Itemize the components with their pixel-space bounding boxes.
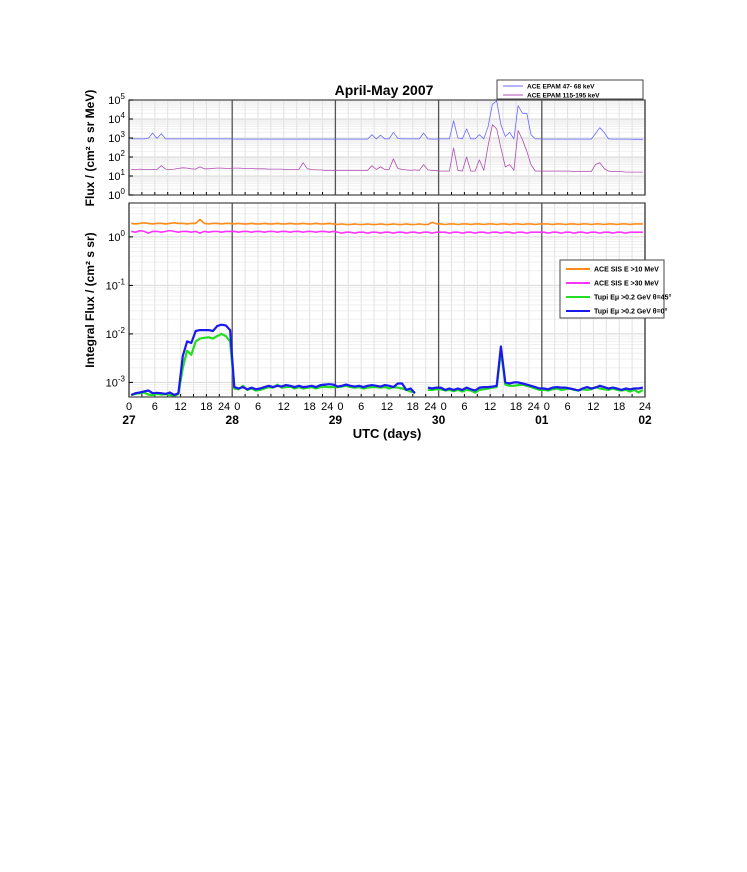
series-line-top-0 (131, 100, 643, 140)
x-tick-label: 18 (303, 401, 315, 413)
x-axis-label: UTC (days) (353, 426, 422, 441)
bottom-legend-label: ACE SIS E >10 MeV (594, 267, 659, 274)
day-label: 29 (329, 413, 343, 427)
x-tick-label: 6 (461, 401, 467, 413)
top-legend-label: ACE EPAM 47- 68 keV (527, 84, 595, 91)
x-tick-label: 6 (152, 401, 158, 413)
bottom-y-axis-label: Integral Flux / (cm² s sr) (83, 232, 97, 367)
series-line-bottom-2 (427, 349, 644, 394)
x-tick-label: 12 (174, 401, 186, 413)
series-line-bottom-0 (131, 218, 643, 226)
x-tick-label: 6 (565, 401, 571, 413)
chart-title: April-May 2007 (335, 82, 434, 98)
top-legend-box (496, 79, 644, 100)
x-tick-label: 12 (381, 401, 393, 413)
x-tick-label: 18 (510, 401, 522, 413)
x-tick-label: 0 (126, 401, 132, 413)
x-tick-label: 24 (321, 401, 333, 413)
series-line-bottom-3 (130, 323, 416, 397)
top-plot-frame (128, 99, 646, 196)
x-tick-label: 24 (424, 401, 436, 413)
x-tick-label: 24 (218, 401, 230, 413)
day-label: 02 (638, 413, 652, 427)
day-label: 30 (432, 413, 446, 427)
bottom-legend-label: Tupi Eμ >0.2 GeV θ=0° (594, 308, 668, 316)
x-tick-label: 12 (484, 401, 496, 413)
series-line-bottom-3 (427, 345, 644, 392)
x-tick-label: 0 (337, 401, 343, 413)
x-tick-label: 24 (639, 401, 651, 413)
x-tick-label: 18 (200, 401, 212, 413)
x-tick-label: 0 (441, 401, 447, 413)
x-tick-label: 12 (587, 401, 599, 413)
x-tick-label: 0 (234, 401, 240, 413)
day-label: 27 (122, 413, 136, 427)
x-tick-label: 0 (544, 401, 550, 413)
day-label: 28 (226, 413, 240, 427)
day-label: 01 (535, 413, 549, 427)
x-tick-label: 24 (528, 401, 540, 413)
x-tick-label: 6 (358, 401, 364, 413)
series-line-top-1 (131, 124, 643, 173)
x-tick-label: 12 (278, 401, 290, 413)
series-line-bottom-1 (131, 229, 643, 234)
top-y-axis-label: Flux / (cm² s sr MeV) (83, 90, 97, 207)
x-tick-label: 18 (613, 401, 625, 413)
bottom-legend-label: Tupi Eμ >0.2 GeV θ=45° (594, 294, 671, 302)
x-tick-label: 18 (407, 401, 419, 413)
top-legend-label: ACE EPAM 115-195 keV (527, 93, 600, 100)
x-tick-label: 6 (255, 401, 261, 413)
bottom-legend-label: ACE SIS E >30 MeV (594, 281, 659, 288)
